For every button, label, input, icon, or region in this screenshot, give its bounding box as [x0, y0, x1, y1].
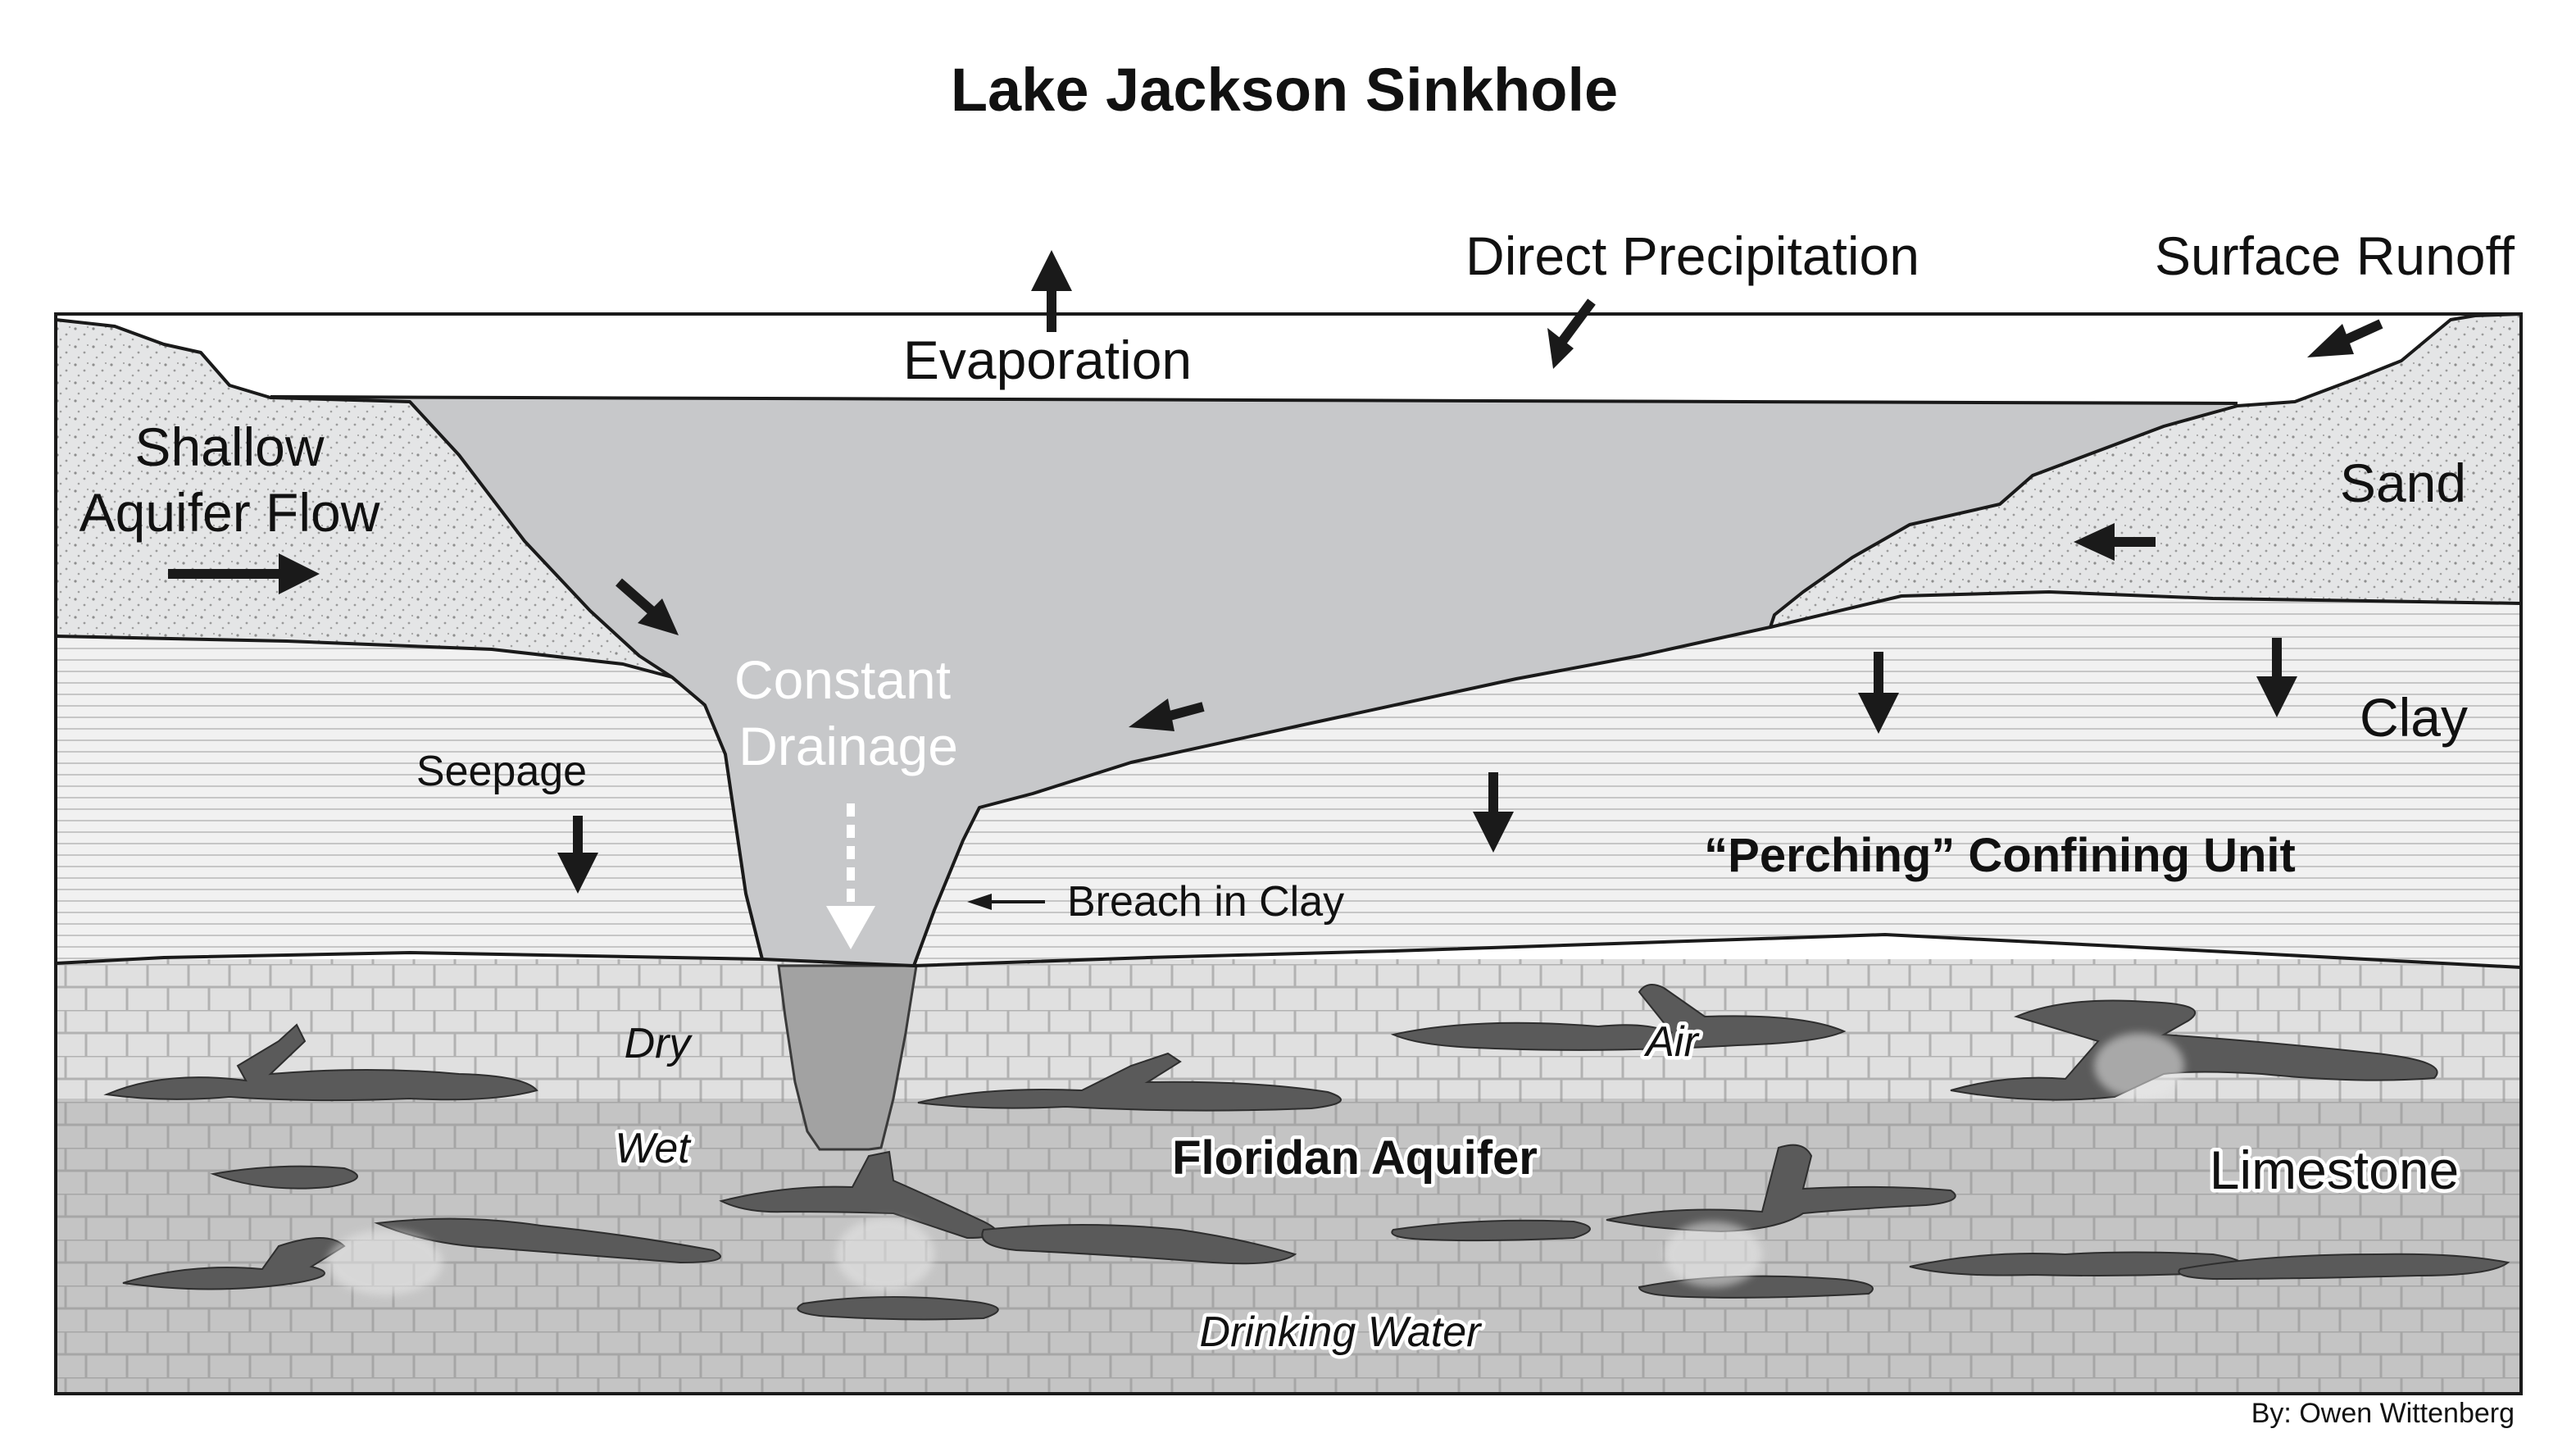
clay-down-arrow-2	[1858, 652, 1899, 734]
air-label: Air	[1643, 1018, 1700, 1066]
evaporation-arrow	[1031, 250, 1072, 332]
perching-confining-unit-label: “Perching” Confining Unit	[1704, 829, 2296, 882]
precipitation-arrow	[1547, 298, 1596, 369]
ground-surface-line	[55, 312, 2522, 967]
clay-limestone-boundary	[55, 933, 2522, 969]
diagram-frame	[54, 312, 2523, 1395]
dry-zone-label: Dry	[625, 1020, 693, 1067]
sand-clay-boundary-left	[55, 635, 673, 679]
constant-drainage-label-line1: Constant	[734, 649, 951, 710]
shallow-aquifer-flow-arrow	[168, 553, 320, 594]
direct-precipitation-label: Direct Precipitation	[1465, 225, 1920, 286]
author-credit: By: Owen Wittenberg	[2251, 1398, 2515, 1429]
lake-water	[270, 396, 2238, 966]
lake-surface-line	[270, 395, 2238, 405]
diagram-title: Lake Jackson Sinkhole	[951, 56, 1618, 124]
clay-layer	[56, 592, 2521, 967]
wet-zone-label: Wet	[615, 1125, 692, 1172]
cavity-glow	[328, 1033, 2184, 1295]
limestone-cavities	[103, 984, 2510, 1321]
seepage-arrow	[557, 816, 598, 894]
drinking-water-label: Drinking Water	[1200, 1308, 1483, 1356]
surface-runoff-arrow	[2307, 319, 2383, 357]
constant-drainage-arrow	[826, 803, 875, 949]
clay-down-arrow-1	[1473, 772, 1514, 853]
sand-clay-boundary-right	[1770, 590, 2522, 629]
inflow-arrow-left	[616, 578, 679, 635]
shallow-aquifer-flow-label-line1: Shallow	[134, 416, 324, 477]
seepage-label: Seepage	[416, 748, 587, 795]
sinkhole-throat	[777, 964, 918, 1151]
evaporation-label: Evaporation	[903, 330, 1192, 390]
sand-layer-right	[1770, 314, 2521, 627]
floridan-aquifer-label: Floridan Aquifer	[1172, 1131, 1538, 1185]
inflow-arrow-clay	[1129, 698, 1205, 731]
constant-drainage-label-line2: Drainage	[738, 716, 958, 776]
sand-label: Sand	[2340, 453, 2466, 513]
clay-label: Clay	[2360, 687, 2468, 748]
surface-runoff-label: Surface Runoff	[2155, 225, 2515, 286]
inflow-arrow-right-sand	[2074, 523, 2156, 561]
clay-down-arrow-3	[2256, 638, 2297, 717]
shallow-aquifer-flow-label-line2: Aquifer Flow	[80, 482, 380, 543]
sand-layer-left	[56, 320, 672, 677]
breach-pointer-arrow	[967, 894, 1045, 910]
breach-in-clay-label: Breach in Clay	[1067, 878, 1344, 926]
limestone-label: Limestone	[2210, 1140, 2460, 1200]
